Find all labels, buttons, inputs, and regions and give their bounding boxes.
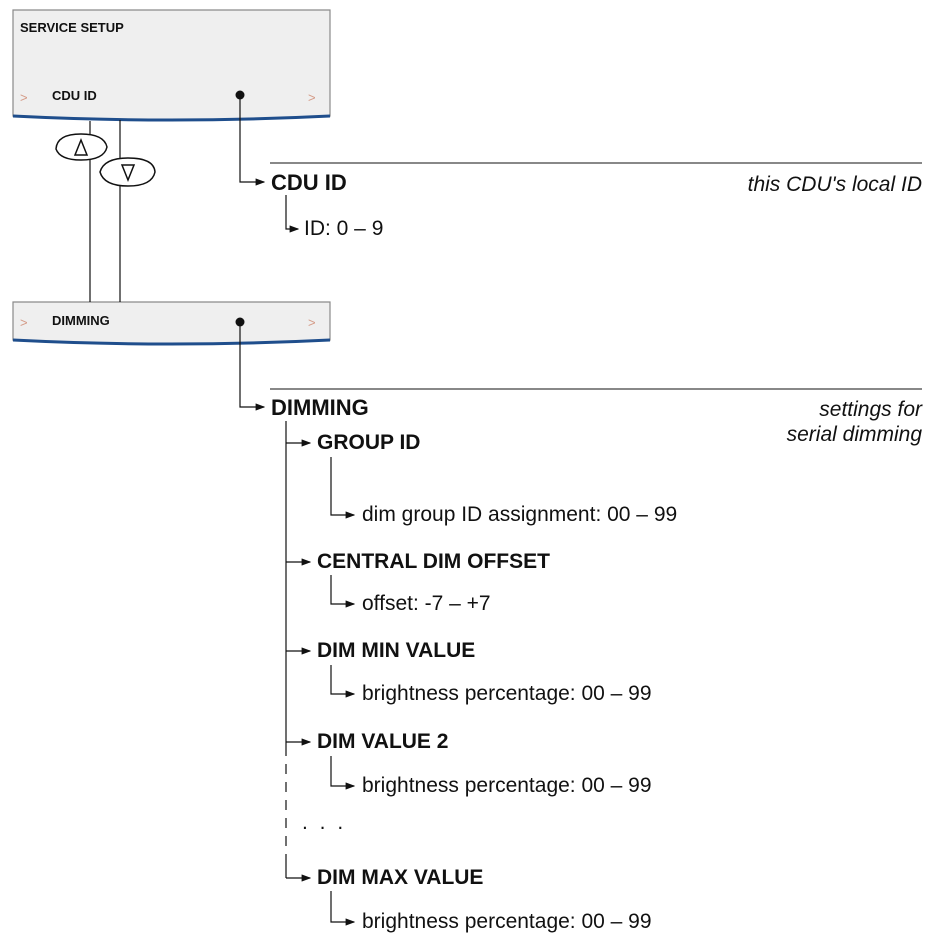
section-heading-cdu-id: CDU ID: [271, 170, 347, 195]
item-heading: DIM MAX VALUE: [317, 866, 484, 889]
item-heading: DIM VALUE 2: [317, 730, 449, 753]
section-description: this CDU's local ID: [747, 173, 922, 196]
chevron-left-icon: >: [20, 315, 28, 330]
item-detail: dim group ID assignment: 00 – 99: [362, 503, 678, 526]
ellipsis: . . .: [302, 811, 347, 834]
up-button[interactable]: [55, 133, 108, 161]
option-range: ID: 0 – 9: [304, 217, 384, 240]
screen-menu-item[interactable]: CDU ID: [52, 88, 97, 103]
down-button[interactable]: [99, 157, 156, 187]
item-detail: brightness percentage: 00 – 99: [362, 910, 652, 933]
screen-title: SERVICE SETUP: [20, 20, 124, 35]
section-heading-dimming: DIMMING: [271, 395, 369, 420]
chevron-right-icon[interactable]: >: [308, 90, 316, 105]
screen-menu-item[interactable]: DIMMING: [52, 313, 110, 328]
item-detail: offset: -7 – +7: [362, 592, 491, 615]
triangle-up-icon: [73, 137, 89, 156]
item-heading: GROUP ID: [317, 431, 421, 454]
item-heading: CENTRAL DIM OFFSET: [317, 550, 550, 573]
section-description-line1: settings for: [819, 398, 922, 421]
chevron-left-icon: >: [20, 90, 28, 105]
triangle-down-icon: [120, 164, 136, 183]
chevron-right-icon[interactable]: >: [308, 315, 316, 330]
item-detail: brightness percentage: 00 – 99: [362, 774, 652, 797]
item-detail: brightness percentage: 00 – 99: [362, 682, 652, 705]
dimming-screen-shape: [12, 301, 331, 346]
service-setup-screen-shape: [12, 9, 331, 122]
section-description-line2: serial dimming: [786, 423, 922, 446]
item-heading: DIM MIN VALUE: [317, 639, 476, 662]
